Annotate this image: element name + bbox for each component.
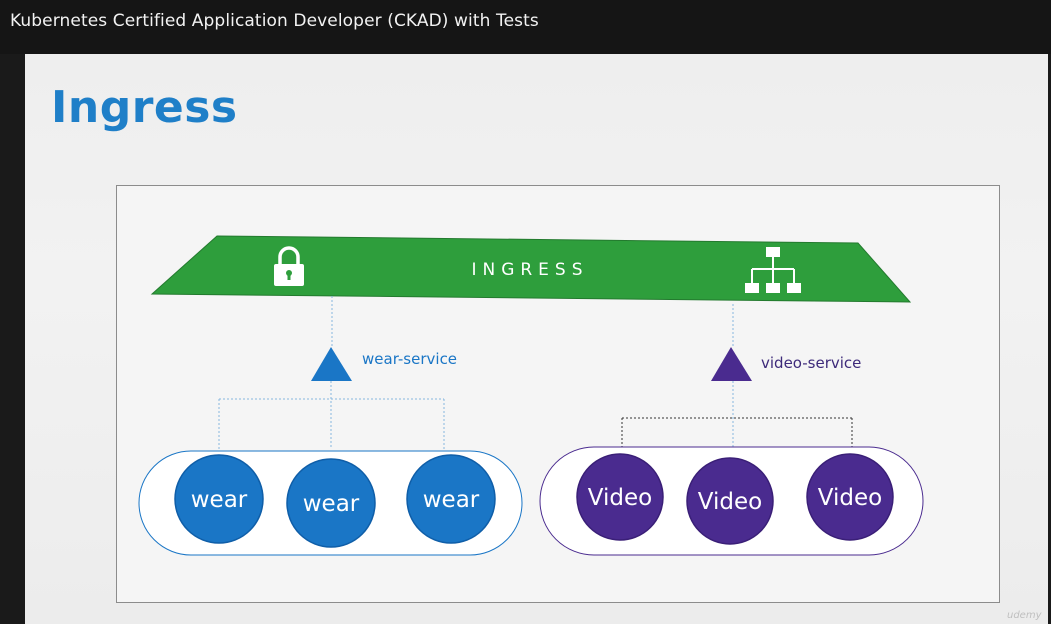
left-gutter bbox=[0, 54, 25, 624]
wear-service-tree bbox=[218, 381, 445, 458]
window-title: Kubernetes Certified Application Develop… bbox=[10, 11, 539, 31]
video-service-triangle bbox=[711, 347, 752, 381]
video-pod-2-label: Video bbox=[698, 489, 762, 515]
title-bar: Kubernetes Certified Application Develop… bbox=[0, 0, 1051, 55]
slide-title: Ingress bbox=[51, 82, 238, 133]
ingress-diagram: INGRESS bbox=[116, 185, 1000, 603]
wear-pod-3: wear bbox=[406, 454, 496, 544]
ingress-label: INGRESS bbox=[471, 260, 588, 280]
wear-pod-2: wear bbox=[286, 458, 376, 548]
wear-pod-2-label: wear bbox=[303, 491, 360, 517]
video-pod-1-label: Video bbox=[588, 485, 652, 511]
ingress-band bbox=[150, 235, 912, 303]
right-gutter bbox=[1048, 54, 1051, 624]
video-pod-2: Video bbox=[686, 457, 774, 545]
wear-service-triangle bbox=[311, 347, 352, 381]
network-hierarchy-icon bbox=[745, 247, 801, 293]
video-pod-1: Video bbox=[576, 453, 664, 541]
video-pod-3-label: Video bbox=[818, 485, 882, 511]
slide: Ingress INGRESS bbox=[25, 54, 1048, 624]
wear-service-label: wear-service bbox=[362, 350, 457, 368]
video-service-label: video-service bbox=[761, 354, 861, 372]
video-pod-3: Video bbox=[806, 453, 894, 541]
lock-icon bbox=[274, 246, 304, 286]
udemy-watermark: udemy bbox=[1007, 610, 1042, 621]
wear-pod-3-label: wear bbox=[423, 487, 480, 513]
diagram-canvas: INGRESS bbox=[138, 235, 924, 556]
wear-pod-1: wear bbox=[174, 454, 264, 544]
wear-pod-1-label: wear bbox=[191, 487, 248, 513]
